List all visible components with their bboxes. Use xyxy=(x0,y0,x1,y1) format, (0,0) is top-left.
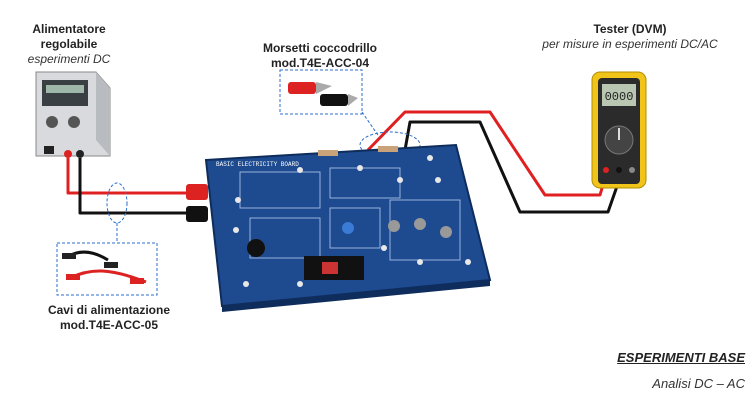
tester-title: Tester (DVM) xyxy=(593,22,667,36)
board-terminal-red xyxy=(186,184,208,200)
cables-label: Cavi di alimentazione mod.T4E-ACC-05 xyxy=(34,303,184,333)
clips-code: mod.T4E-ACC-04 xyxy=(270,56,369,70)
banana-cables xyxy=(62,250,147,284)
footer-title: ESPERIMENTI BASE xyxy=(617,350,745,365)
black-supply-wire xyxy=(78,158,190,215)
power-supply xyxy=(35,71,111,158)
tester-label: Tester (DVM) per misure in esperimenti D… xyxy=(520,22,740,52)
black-tester-wire xyxy=(403,120,624,214)
wires xyxy=(66,110,624,215)
cables-code: mod.T4E-ACC-05 xyxy=(59,318,158,332)
clips-callout-box xyxy=(279,69,363,115)
supply-knob-left xyxy=(46,116,58,128)
tester-jack-com xyxy=(629,167,635,173)
cables-title: Cavi di alimentazione xyxy=(47,303,171,317)
tester: 0000 xyxy=(591,71,647,189)
tester-display xyxy=(602,84,636,106)
board-label: BASIC ELECTRICITY BOARD xyxy=(216,161,299,168)
clips-title: Morsetti coccodrillo xyxy=(262,41,378,55)
callouts xyxy=(56,69,421,296)
cables-callout-box xyxy=(56,242,158,296)
red-supply-wire xyxy=(66,158,190,195)
tester-subtitle: per misure in esperimenti DC/AC xyxy=(542,37,718,51)
supply-terminal-black xyxy=(76,150,84,158)
tester-jack-red xyxy=(603,167,609,173)
experiment-board: BASIC ELECTRICITY BOARD xyxy=(186,143,492,312)
power-supply-title: Alimentatore regolabile xyxy=(32,22,106,51)
supply-switch xyxy=(44,146,54,154)
power-supply-label: Alimentatore regolabile esperimenti DC xyxy=(4,22,134,67)
tester-jack-black xyxy=(616,167,622,173)
clips-label: Morsetti coccodrillo mod.T4E-ACC-04 xyxy=(250,41,390,71)
board-terminal-black xyxy=(186,206,208,222)
alligator-clips xyxy=(288,82,358,106)
red-tester-wire xyxy=(366,110,610,197)
footer-subtitle: Analisi DC – AC xyxy=(652,376,745,391)
tester-display-value: 0000 xyxy=(605,90,634,104)
supply-knob-right xyxy=(68,116,80,128)
supply-terminal-red xyxy=(64,150,72,158)
board-buzzer xyxy=(247,239,265,257)
power-supply-subtitle: esperimenti DC xyxy=(27,52,111,66)
board-potentiometer xyxy=(342,222,354,234)
cables-callout-ellipse xyxy=(106,182,128,224)
